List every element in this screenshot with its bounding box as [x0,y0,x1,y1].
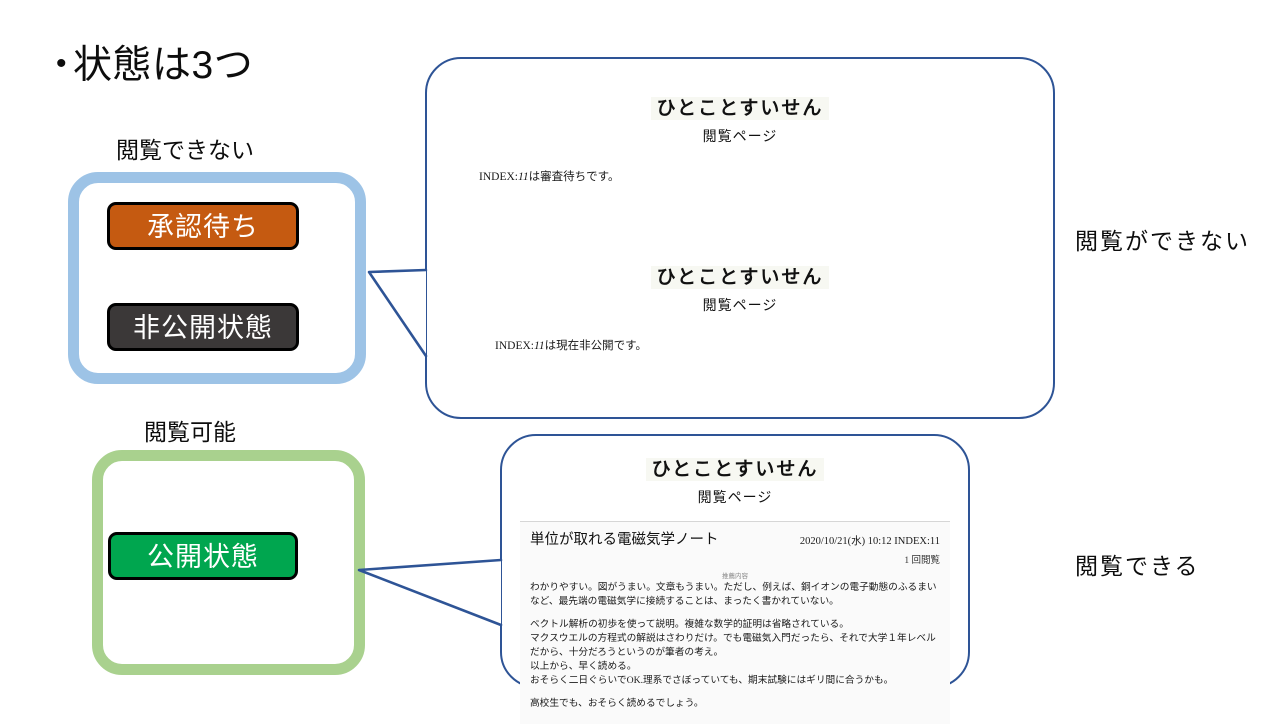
article-view-count: 1 回閲覧 [904,556,940,566]
article-timestamp: 2020/10/21(水) 10:12 INDEX:11 [799,536,940,547]
article-paragraph: 以上から、早く読める。 [530,661,637,673]
bullet-icon: • [56,47,68,80]
paragraph-spacer [530,609,940,618]
status-badge-pending[interactable]: 承認待ち [107,202,299,250]
screenshot-public-page: ひとことすいせん 閲覧ページ 単位が取れる電磁気学ノート 2020/10/21(… [502,454,968,724]
status-message-private: INDEX:11は現在非公開です。 [495,340,647,352]
callout-unviewable: ひとことすいせん 閲覧ページ INDEX:11は審査待ちです。 ひとことすいせん… [425,57,1055,419]
caption-viewable: 閲覧可能 [144,419,236,445]
page-title-text: 状態は3つ [73,44,254,87]
status-badge-public[interactable]: 公開状態 [108,532,298,580]
screenshot-private-page: ひとことすいせん 閲覧ページ INDEX:11は現在非公開です。 [427,262,1053,353]
index-value: 11 [533,340,545,352]
status-badge-private[interactable]: 非公開状態 [107,303,299,351]
callout-viewable: ひとことすいせん 閲覧ページ 単位が取れる電磁気学ノート 2020/10/21(… [500,434,970,724]
site-brand: ひとことすいせん [427,262,1053,289]
screenshot-pending-page: ひとことすいせん 閲覧ページ INDEX:11は審査待ちです。 [427,93,1053,184]
page-subtitle: 閲覧ページ [697,491,773,506]
article-body: わかりやすい。図がうまい。文章もうまい。ただし、例えば、銅イオンの電子動態のふる… [530,581,940,712]
article-paragraph: わかりやすい。図がうまい。文章もうまい。ただし、例えば、銅イオンの電子動態のふる… [530,582,937,608]
conclusion-unviewable: 閲覧ができない [1075,228,1250,254]
status-message-pending: INDEX:11は審査待ちです。 [479,171,620,183]
page-subtitle: 閲覧ページ [702,130,778,145]
article-paragraph: ベクトル解析の初歩を使って説明。複雑な数学的証明は省略されている。 [530,619,849,631]
page-subtitle: 閲覧ページ [702,299,778,314]
paragraph-spacer [530,688,940,697]
callout-tail-viewable [357,558,503,627]
index-value: 11 [517,171,529,183]
article-paragraph: おそらく二日ぐらいでOK.理系でさぼっていても、期末試験にはギリ間に合うかも。 [530,675,894,687]
article-paragraph: マクスウエルの方程式の解説はさわりだけ。でも電磁気入門だったら、それで大学１年レ… [530,633,936,659]
article-card: 単位が取れる電磁気学ノート 2020/10/21(水) 10:12 INDEX:… [520,521,950,724]
page-title: •状態は3つ [56,44,253,89]
conclusion-viewable: 閲覧できる [1075,553,1200,579]
callout-tail-unviewable [367,268,428,358]
site-brand: ひとことすいせん [427,93,1053,120]
caption-unviewable: 閲覧できない [116,137,254,163]
site-brand: ひとことすいせん [502,454,968,481]
article-paragraph: 高校生でも、おそらく読めるでしょう。 [530,698,704,710]
article-section-label: 推薦内容 [722,573,748,580]
article-header: 単位が取れる電磁気学ノート 2020/10/21(水) 10:12 INDEX:… [530,528,940,549]
article-title: 単位が取れる電磁気学ノート [530,532,719,548]
